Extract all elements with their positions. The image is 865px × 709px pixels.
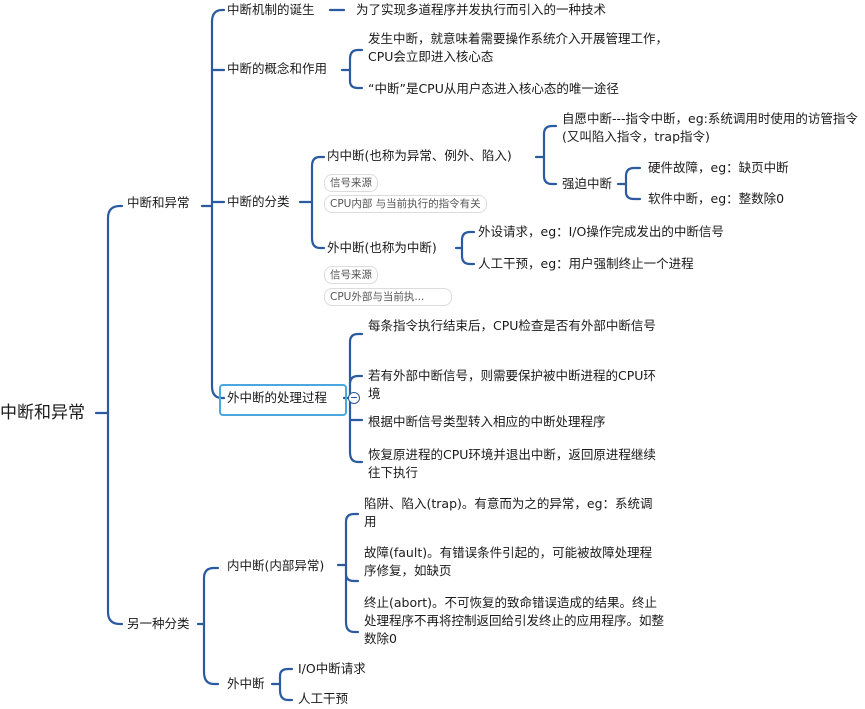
tag-external-source-desc[interactable]: CPU外部与当前执...: [324, 288, 452, 306]
node-birth[interactable]: 中断机制的诞生: [227, 2, 315, 17]
node-device-request[interactable]: 外设请求，eg：I/O操作完成发出的中断信号: [478, 224, 724, 239]
node-external-process[interactable]: 外中断的处理过程: [227, 390, 328, 405]
node-interrupt-exception[interactable]: 中断和异常: [127, 195, 190, 210]
node-voluntary-interrupt[interactable]: 自愿中断---指令中断，eg:系统调用时使用的访管指令(又叫陷入指令，trap指…: [562, 111, 858, 144]
node-manual-intervention-2[interactable]: 人工干预: [298, 691, 349, 706]
node-process-step-2[interactable]: 若有外部中断信号，则需要保护被中断进程的CPU环境: [368, 368, 656, 401]
node-concept-item-2[interactable]: “中断”是CPU从用户态进入核心态的唯一途径: [368, 81, 619, 96]
node-another-classification[interactable]: 另一种分类: [127, 616, 190, 631]
tag-external-source-label[interactable]: 信号来源: [324, 266, 378, 284]
tag-internal-source-label[interactable]: 信号来源: [324, 174, 378, 192]
node-manual-intervention[interactable]: 人工干预，eg：用户强制终止一个进程: [478, 256, 694, 271]
node-hardware-fault[interactable]: 硬件故障，eg：缺页中断: [648, 160, 789, 175]
node-birth-desc[interactable]: 为了实现多道程序并发执行而引入的一种技术: [356, 2, 607, 17]
node-classify[interactable]: 中断的分类: [227, 194, 290, 209]
node-trap[interactable]: 陷阱、陷入(trap)。有意而为之的异常，eg：系统调用: [364, 496, 653, 529]
node-concept[interactable]: 中断的概念和作用: [227, 61, 328, 76]
root-node[interactable]: 中断和异常: [0, 403, 85, 423]
node-forced-interrupt[interactable]: 强迫中断: [562, 176, 613, 191]
selection-outline: [219, 384, 347, 416]
collapse-toggle-icon[interactable]: [348, 392, 360, 404]
node-internal-exception[interactable]: 内中断(内部异常): [227, 558, 325, 573]
node-abort[interactable]: 终止(abort)。不可恢复的致命错误造成的结果。终止处理程序不再将控制返回给引…: [364, 595, 665, 646]
node-external-simple[interactable]: 外中断: [227, 676, 265, 691]
node-concept-item-1[interactable]: 发生中断，就意味着需要操作系统介入开展管理工作，CPU会立即进入核心态: [368, 31, 669, 64]
node-internal-interrupt[interactable]: 内中断(也称为异常、例外、陷入): [327, 148, 512, 163]
node-software-interrupt[interactable]: 软件中断，eg：整数除0: [648, 191, 785, 206]
node-process-step-3[interactable]: 根据中断信号类型转入相应的中断处理程序: [368, 414, 606, 429]
node-io-request[interactable]: I/O中断请求: [298, 661, 366, 676]
node-process-step-4[interactable]: 恢复原进程的CPU环境并退出中断，返回原进程继续往下执行: [368, 447, 656, 480]
tag-internal-source-desc[interactable]: CPU内部 与当前执行的指令有关: [324, 195, 487, 213]
node-fault[interactable]: 故障(fault)。有错误条件引起的，可能被故障处理程序修复，如缺页: [364, 545, 653, 578]
node-process-step-1[interactable]: 每条指令执行结束后，CPU检查是否有外部中断信号: [368, 318, 656, 333]
node-external-interrupt[interactable]: 外中断(也称为中断): [327, 240, 437, 255]
